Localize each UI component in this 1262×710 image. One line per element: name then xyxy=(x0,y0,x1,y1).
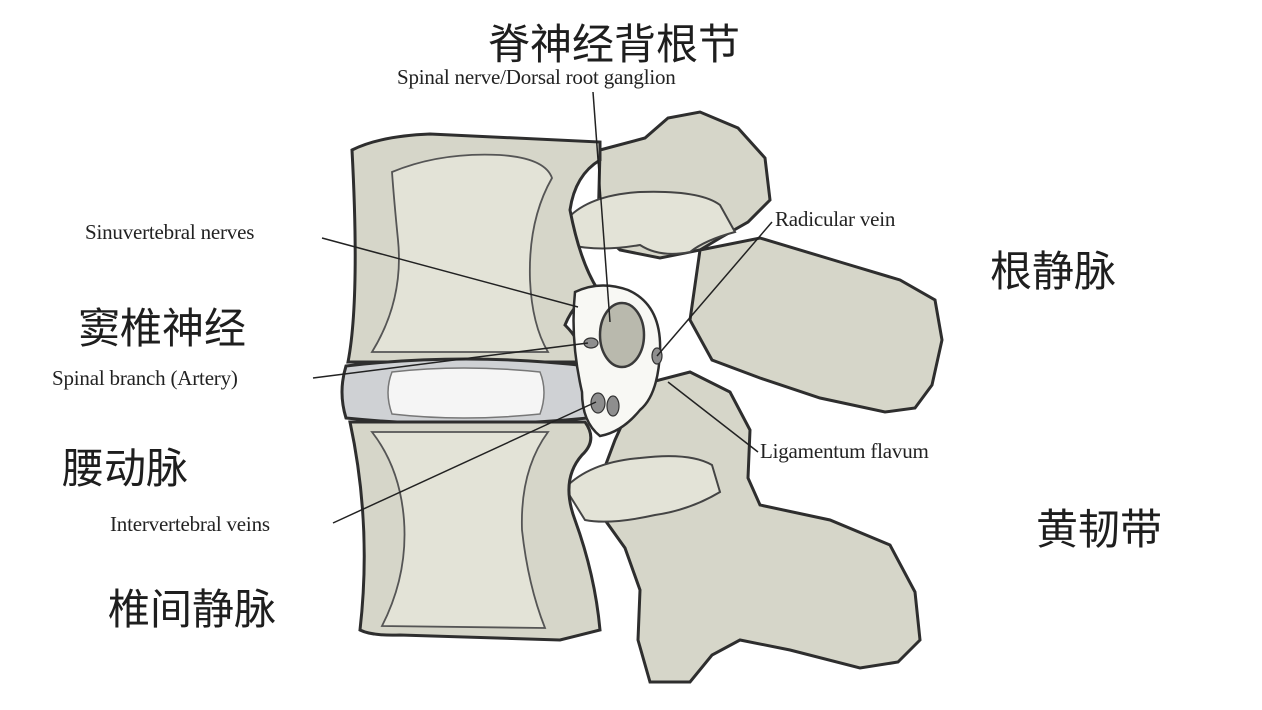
lumbar-artery-cn-label: 腰动脉 xyxy=(62,444,189,493)
radicular-vein-en-label: Radicular vein xyxy=(775,207,896,231)
spinal-branch-en-label: Spinal branch (Artery) xyxy=(52,366,238,390)
sinuvertebral-en-label: Sinuvertebral nerves xyxy=(85,220,255,244)
disc-highlight xyxy=(387,367,545,419)
sinuvertebral-cn-label: 窦椎神经 xyxy=(78,304,247,353)
spinal-nerve-cn-label: 脊神经背根节 xyxy=(488,20,741,69)
leader-sinuvertebral xyxy=(321,237,579,308)
leader-spinal-branch xyxy=(312,342,589,379)
leader-ligamentum-flavum xyxy=(667,381,759,453)
ligamentum-flavum-en-label: Ligamentum flavum xyxy=(760,439,929,463)
articular-cancellous-lower xyxy=(563,455,722,523)
intervertebral-vein-vessel-2 xyxy=(606,395,620,417)
ligamentum-flavum-cn-label: 黄韧带 xyxy=(1036,505,1163,554)
lower-body-cancellous xyxy=(370,431,550,629)
leader-radicular-vein xyxy=(656,221,773,357)
intervertebral-veins-cn-label: 椎间静脉 xyxy=(108,585,277,634)
transverse-process xyxy=(688,236,944,414)
intervertebral-vein-vessel xyxy=(590,392,606,414)
dorsal-root-ganglion xyxy=(598,301,646,369)
lamina-pedicle xyxy=(598,370,922,684)
leader-spinal-nerve xyxy=(592,91,611,323)
intervertebral-veins-en-label: Intervertebral veins xyxy=(110,512,270,536)
articular-cancellous-upper xyxy=(566,190,737,255)
spinal-nerve-en-label: Spinal nerve/Dorsal root ganglion xyxy=(397,65,676,89)
upper-body-cancellous xyxy=(370,153,553,353)
radicular-vein-cn-label: 根静脉 xyxy=(990,247,1117,296)
leader-intervertebral-veins xyxy=(332,401,597,524)
